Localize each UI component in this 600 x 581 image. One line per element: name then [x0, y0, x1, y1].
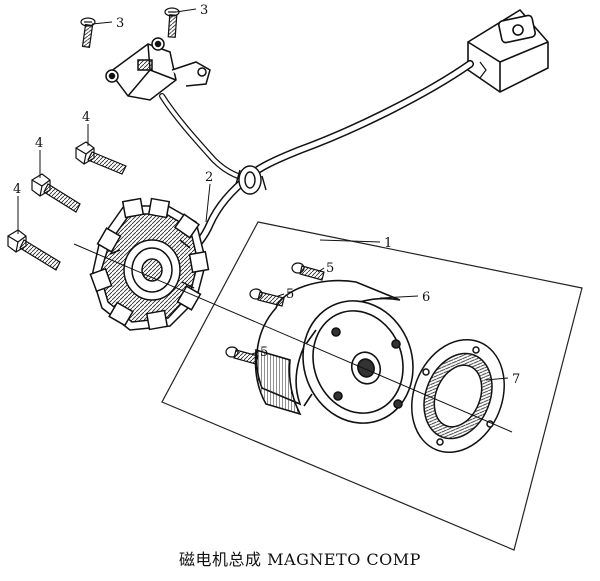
- callout-2: 2: [205, 170, 213, 185]
- screw-3-left: [80, 17, 96, 48]
- screw-3-right: [164, 7, 180, 38]
- caption-english: MAGNETO COMP: [267, 550, 421, 569]
- callout-4-middle: 4: [35, 136, 43, 151]
- callout-3-right: 3: [200, 3, 208, 18]
- assembly-axis-line: [73, 243, 513, 433]
- bolt-4-bottom: [7, 229, 61, 271]
- caption-chinese: 磁电机总成: [179, 550, 262, 569]
- flywheel-rotor: [254, 279, 414, 424]
- kit-frame: [161, 221, 583, 551]
- screw-5-middle: [249, 288, 285, 307]
- callout-5-bottom: 5: [260, 345, 268, 360]
- callout-7: 7: [512, 372, 520, 387]
- callout-4-top: 4: [82, 110, 90, 125]
- callout-5-top: 5: [326, 261, 334, 276]
- screw-5-bottom: [225, 346, 259, 365]
- callout-1: 1: [384, 236, 392, 251]
- callout-6: 6: [422, 290, 430, 305]
- starter-clutch: [411, 339, 505, 453]
- wire-harness: [159, 60, 474, 256]
- bolt-4-middle: [31, 173, 81, 213]
- wire-grommet: [235, 165, 267, 195]
- bolt-4-top: [75, 141, 127, 175]
- wire-connector: [467, 8, 549, 93]
- callout-5-middle: 5: [286, 287, 294, 302]
- callout-4-bottom: 4: [13, 182, 21, 197]
- screw-5-top: [291, 262, 325, 281]
- pulse-sensor-bracket: [105, 37, 211, 101]
- leader-lines: [17, 8, 509, 381]
- callout-3-left: 3: [116, 16, 124, 31]
- stator: [89, 197, 210, 331]
- diagram-caption: 磁电机总成 MAGNETO COMP: [0, 546, 600, 570]
